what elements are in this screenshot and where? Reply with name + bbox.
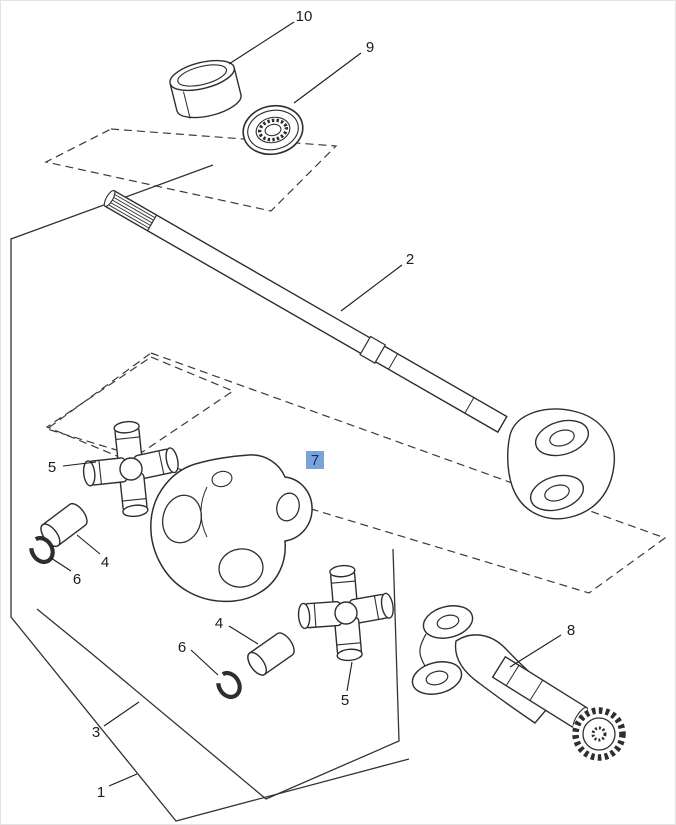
callout-3-label: 3 xyxy=(92,724,100,741)
callout-layer: 10 9 2 5 4 6 7 4 6 5 8 3 1 xyxy=(48,8,575,801)
callout-3-leader-line xyxy=(103,701,140,727)
callout-10[interactable]: 10 xyxy=(228,8,313,65)
callout-4-lower[interactable]: 4 xyxy=(215,615,259,645)
callout-8-leader-line xyxy=(509,634,562,668)
retainer-collar-drawing xyxy=(169,59,242,119)
callout-4-upper-leader-line xyxy=(76,534,101,555)
callout-9-leader-line xyxy=(293,52,362,104)
callout-10-leader-line xyxy=(228,21,295,65)
callout-5-lower-label: 5 xyxy=(341,692,349,709)
callout-6-lower-label: 6 xyxy=(178,639,186,656)
callout-7[interactable]: 7 xyxy=(306,451,324,469)
callout-9-label: 9 xyxy=(366,39,374,56)
callout-8[interactable]: 8 xyxy=(509,622,575,668)
callout-5-upper[interactable]: 5 xyxy=(48,459,97,476)
callout-3[interactable]: 3 xyxy=(92,701,140,741)
callout-4-lower-label: 4 xyxy=(215,615,223,632)
ujoint-spider-lower-drawing xyxy=(297,563,396,663)
callout-6-upper[interactable]: 6 xyxy=(50,557,81,588)
bushing-upper-drawing xyxy=(36,499,92,551)
callout-5-upper-leader-line xyxy=(62,461,97,467)
callout-1-label: 1 xyxy=(97,784,105,801)
callout-4-upper-label: 4 xyxy=(101,554,109,571)
kit-box-outer xyxy=(10,164,410,822)
axle-shaft-drawing xyxy=(103,189,508,434)
callout-4-lower-leader-line xyxy=(228,625,259,645)
snap-ring-lower-drawing xyxy=(214,669,244,701)
callout-5-lower-leader-line xyxy=(346,661,353,692)
callout-6-lower[interactable]: 6 xyxy=(178,639,219,676)
kit-box-inner xyxy=(36,548,400,800)
spline-end-drawing xyxy=(572,707,626,761)
callout-1-leader-line xyxy=(108,773,138,787)
callout-7-label: 7 xyxy=(311,452,319,469)
callout-2-leader-line xyxy=(340,264,403,312)
callout-1[interactable]: 1 xyxy=(97,773,138,801)
axle-shaft-yoke-drawing xyxy=(507,408,616,520)
callout-5-lower[interactable]: 5 xyxy=(341,661,353,709)
spline-grooves xyxy=(108,194,156,229)
callout-2-label: 2 xyxy=(406,251,414,268)
callout-4-upper[interactable]: 4 xyxy=(76,534,109,571)
callout-9[interactable]: 9 xyxy=(293,39,374,104)
callout-5-upper-label: 5 xyxy=(48,459,56,476)
ujoint-spider-upper-drawing xyxy=(81,419,181,519)
centering-yoke-drawing xyxy=(150,454,313,603)
callout-8-label: 8 xyxy=(567,622,575,639)
callout-6-upper-label: 6 xyxy=(73,571,81,588)
seal-bearing-drawing xyxy=(242,104,304,156)
callout-10-label: 10 xyxy=(296,8,313,25)
callout-6-upper-leader-line xyxy=(50,557,72,572)
callout-7-highlight xyxy=(306,451,324,469)
callout-2[interactable]: 2 xyxy=(340,251,414,312)
stub-shaft-drawing xyxy=(411,605,626,761)
bushing-lower-drawing xyxy=(243,629,299,679)
callout-6-lower-leader-line xyxy=(190,649,219,676)
